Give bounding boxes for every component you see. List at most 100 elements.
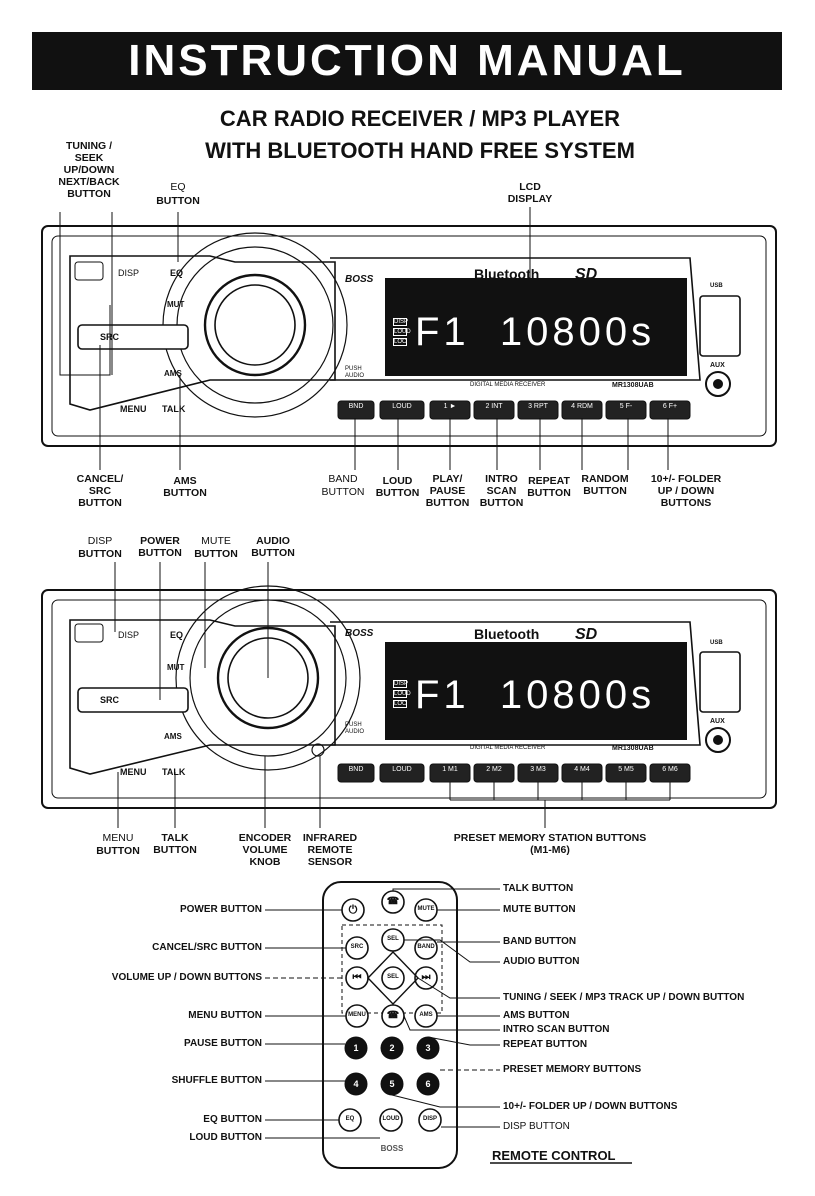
remote-label-intro-scan: INTRO SCAN BUTTON [503, 1024, 610, 1035]
unit2-aux: AUX [710, 718, 725, 725]
remote-key-sel: SEL [387, 936, 399, 942]
remote-label-ams: AMS BUTTON [503, 1010, 570, 1021]
manual-title: INSTRUCTION MANUAL [32, 32, 782, 90]
remote-key-ams: AMS [419, 1012, 433, 1018]
unit-bluetooth: Bluetooth [474, 266, 540, 282]
remote-brand: BOSS [380, 1144, 404, 1153]
lcd-tag-disp: DISP [393, 318, 409, 326]
remote-label-talk: TALK BUTTON [503, 883, 574, 894]
unit2-btn-band: BND [348, 766, 364, 773]
unit-sd: SD [575, 266, 598, 283]
unit2-btn-4: 4 M4 [574, 766, 590, 773]
unit-brand: BOSS [345, 274, 374, 285]
unit2-eq-label: EQ [170, 630, 184, 640]
unit2-bluetooth: Bluetooth [474, 626, 540, 642]
label-eq-button: BUTTON [156, 195, 200, 207]
unit-btn-3: 3 RPT [528, 403, 548, 410]
remote-label-disp: DISP BUTTON [503, 1121, 570, 1132]
unit2-disp-label: DISP [118, 630, 140, 640]
label-preset: PRESET MEMORY STATION BUTTONS (M1-M6) [453, 832, 647, 856]
remote-label-power: POWER BUTTON [179, 904, 262, 915]
label-random: RANDOM BUTTON [581, 473, 629, 497]
label-cancel-src: CANCEL/ SRC BUTTON [76, 473, 124, 509]
remote-pickup-icon: ☎ [386, 1010, 400, 1021]
remote-key-1: 1 [353, 1043, 359, 1053]
remote-key-audio-sel: SEL [387, 974, 399, 980]
remote-key-src: SRC [350, 944, 364, 950]
remote-label-tuning: TUNING / SEEK / MP3 TRACK UP / DOWN BUTT… [503, 992, 745, 1003]
label-disp-button: BUTTON [78, 548, 122, 560]
remote-key-5: 5 [389, 1079, 395, 1089]
unit2-menu-label: MENU [120, 767, 147, 777]
unit2-btn-1: 1 M1 [442, 766, 458, 773]
unit-menu-label: MENU [120, 404, 147, 414]
unit2-btn-2: 2 M2 [486, 766, 502, 773]
remote-key-2: 2 [389, 1043, 395, 1053]
unit-subtitle: DIGITAL MEDIA RECEIVER [470, 382, 546, 388]
unit-btn-2: 2 INT [485, 403, 503, 410]
lcd-tag-loc: LOC [393, 338, 407, 346]
remote-label-folder: 10+/- FOLDER UP / DOWN BUTTONS [503, 1101, 678, 1112]
subtitle-line-1: CAR RADIO RECEIVER / MP3 PLAYER [219, 106, 621, 131]
remote-key-loud: LOUD [382, 1116, 400, 1122]
unit-disp-label: DISP [118, 268, 140, 278]
unit2-subtitle: DIGITAL MEDIA RECEIVER [470, 745, 546, 751]
label-band: BAND [328, 473, 358, 485]
remote-control-caption: REMOTE CONTROL [492, 1148, 616, 1163]
unit-push-audio: PUSH AUDIO [345, 366, 365, 379]
unit2-ams-label: AMS [164, 732, 182, 741]
unit2-btn-loud: LOUD [392, 766, 412, 773]
unit-eq-label: EQ [170, 268, 184, 278]
remote-power-icon: ⏻ [348, 904, 358, 916]
subtitle-line-2: WITH BLUETOOTH HAND FREE SYSTEM [205, 138, 635, 163]
unit2-btn-5: 5 M5 [618, 766, 634, 773]
unit2-brand: BOSS [345, 628, 374, 639]
unit-btn-band: BND [348, 403, 364, 410]
label-menu: MENU [102, 832, 134, 844]
remote-prev-icon: ⏮ [352, 972, 362, 983]
unit-usb: USB [710, 283, 723, 289]
label-play-pause: PLAY/ PAUSE BUTTON [425, 473, 470, 509]
unit2-talk-label: TALK [162, 767, 186, 777]
remote-key-3: 3 [425, 1043, 431, 1053]
label-audio: AUDIO BUTTON [251, 535, 295, 559]
unit-btn-4: 4 RDM [571, 403, 593, 410]
remote-key-4: 4 [353, 1079, 359, 1089]
label-menu-button: BUTTON [96, 845, 140, 857]
label-infrared: INFRARED REMOTE SENSOR [302, 832, 358, 868]
remote-key-eq: EQ [345, 1116, 355, 1122]
label-eq: EQ [170, 181, 186, 193]
lcd2-tag-loc: LOC [393, 700, 407, 708]
remote-key-menu: MENU [348, 1012, 366, 1018]
unit-model: MR1308UAB [612, 382, 654, 389]
unit2-usb: USB [710, 640, 723, 646]
unit-aux: AUX [710, 362, 725, 369]
unit2-src-label: SRC [100, 695, 120, 705]
label-encoder: ENCODER VOLUME KNOB [238, 832, 292, 868]
remote-label-mute: MUTE BUTTON [503, 904, 576, 915]
remote-label-cancel-src: CANCEL/SRC BUTTON [152, 942, 262, 953]
label-loud: LOUD BUTTON [375, 475, 420, 499]
unit-src-label: SRC [100, 332, 120, 342]
remote-label-preset: PRESET MEMORY BUTTONS [503, 1064, 642, 1075]
unit2-sd: SD [575, 626, 598, 643]
remote-label-menu: MENU BUTTON [188, 1010, 262, 1021]
label-mute: MUTE [201, 535, 231, 547]
remote-next-icon: ⏭ [421, 972, 431, 983]
unit-mut-label: MUT [167, 300, 185, 309]
unit-btn-1: 1 ► [443, 403, 457, 410]
label-lcd: LCD DISPLAY [507, 181, 553, 205]
remote-label-volume: VOLUME UP / DOWN BUTTONS [111, 972, 262, 983]
unit2-push-audio: PUSH AUDIO [345, 722, 365, 735]
unit-talk-label: TALK [162, 404, 186, 414]
unit2-btn-3: 3 M3 [530, 766, 546, 773]
unit-btn-loud: LOUD [392, 403, 412, 410]
remote-label-pause: PAUSE BUTTON [184, 1038, 262, 1049]
lcd-frequency: F1 10800s [415, 310, 656, 354]
remote-key-6: 6 [425, 1079, 431, 1089]
lcd2-tag-loud: LOUD [393, 690, 411, 698]
label-mute-button: BUTTON [194, 548, 238, 560]
remote-label-eq: EQ BUTTON [203, 1114, 262, 1125]
